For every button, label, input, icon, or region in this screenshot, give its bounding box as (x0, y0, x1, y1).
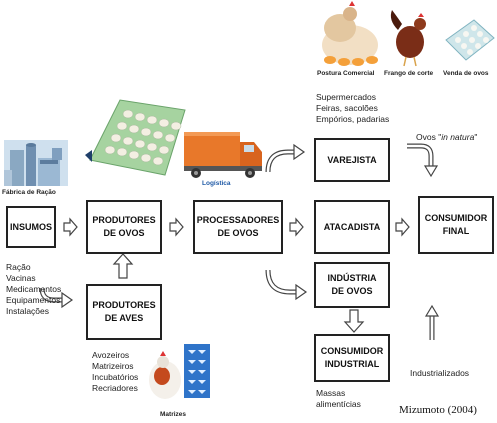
input-item-3: Medicamentos (6, 284, 62, 294)
insumos-box: INSUMOS (6, 206, 56, 248)
egg-tray-illustration (445, 19, 495, 61)
final-consumer-label-line1: CONSUMIDOR (424, 213, 488, 223)
breeder-hens-illustration (149, 344, 210, 399)
feed-factory-illustration (4, 140, 68, 186)
wholesaler-box: ATACADISTA (314, 200, 390, 254)
input-item-1: Ração (6, 262, 31, 272)
egg-producers-box: PRODUTORES DE OVOS (86, 200, 162, 254)
retailer-label: VAREJISTA (327, 154, 377, 165)
flow-arrows (63, 217, 410, 333)
bird-producer-type-2: Matrizeiros (92, 361, 134, 371)
truck-illustration (184, 132, 262, 178)
industrial-consumer-box: CONSUMIDOR INDUSTRIAL (314, 334, 390, 382)
rooster-illustration (390, 10, 426, 67)
feed-factory-caption: Fábrica de Ração (2, 189, 56, 196)
industrialized-label: Industrializados (410, 368, 470, 378)
egg-sale-caption: Venda de ovos (443, 70, 489, 77)
input-item-2: Vacinas (6, 273, 36, 283)
bird-producers-label-line1: PRODUTORES (92, 300, 156, 310)
bird-producers-label-line2: DE AVES (104, 313, 144, 323)
egg-processors-label-line2: DE OVOS (217, 228, 259, 238)
retailer-box: VAREJISTA (314, 138, 390, 182)
curved-arrows-inner (40, 144, 434, 340)
egg-processors-label-line1: PROCESSADORES (196, 215, 280, 225)
retail-channel-1: Supermercados (316, 92, 377, 102)
breeders-caption: Matrizes (160, 411, 187, 418)
final-consumer-label-line2: FINAL (442, 226, 470, 236)
final-consumer-box: CONSUMIDOR FINAL (418, 196, 494, 254)
pasta-line-1: Massas (316, 388, 346, 398)
in-natura-note: Ovos "in natura" (416, 132, 477, 143)
in-natura-suffix: " (474, 132, 478, 142)
egg-industry-box: INDÚSTRIA DE OVOS (314, 262, 390, 308)
insumos-label: INSUMOS (9, 221, 52, 232)
pasta-note: Massas alimentícias (316, 388, 361, 410)
input-item-5: Instalações (6, 306, 49, 316)
industrial-consumer-label-line2: INDUSTRIAL (324, 359, 380, 369)
logistics-caption: Logística (202, 180, 231, 187)
broiler-caption: Frango de corte (384, 70, 434, 77)
egg-producers-label-line1: PRODUTORES (92, 215, 156, 225)
wholesaler-label: ATACADISTA (323, 221, 381, 232)
retail-channel-3: Empórios, padarias (316, 114, 390, 124)
input-item-4: Equipamentos (6, 295, 61, 305)
egg-industry-label-line1: INDÚSTRIA (327, 273, 377, 283)
bird-producer-type-4: Recriadores (92, 383, 138, 393)
bird-producers-box: PRODUTORES DE AVES (86, 284, 162, 340)
bird-producer-type-3: Incubatórios (92, 372, 139, 382)
egg-crate-illustration (85, 99, 186, 176)
industrial-consumer-label-line1: CONSUMIDOR (320, 346, 384, 356)
retail-channels-note: Supermercados Feiras, sacolões Empórios,… (316, 92, 389, 125)
laying-hen-caption: Postura Comercial (317, 70, 375, 77)
in-natura-prefix: Ovos " (416, 132, 442, 142)
curved-arrow-heads (61, 143, 440, 317)
in-natura-italic: in natura (441, 132, 475, 142)
egg-processors-box: PROCESSADORES DE OVOS (193, 200, 283, 254)
pasta-line-2: alimentícias (316, 399, 361, 409)
retail-channel-2: Feiras, sacolões (316, 103, 378, 113)
egg-industry-label-line2: DE OVOS (331, 286, 373, 296)
bird-producer-type-1: Avozeiros (92, 350, 130, 360)
bird-producers-list-note: Avozeiros Matrizeiros Incubatórios Recri… (92, 350, 138, 394)
industrialized-note: Industrializados (410, 368, 469, 379)
egg-producers-label-line2: DE OVOS (103, 228, 145, 238)
inputs-list-note: Ração Vacinas Medicamentos Equipamentos … (6, 262, 61, 317)
source-credit: Mizumoto (2004) (399, 404, 477, 416)
laying-hen-illustration (322, 1, 378, 66)
